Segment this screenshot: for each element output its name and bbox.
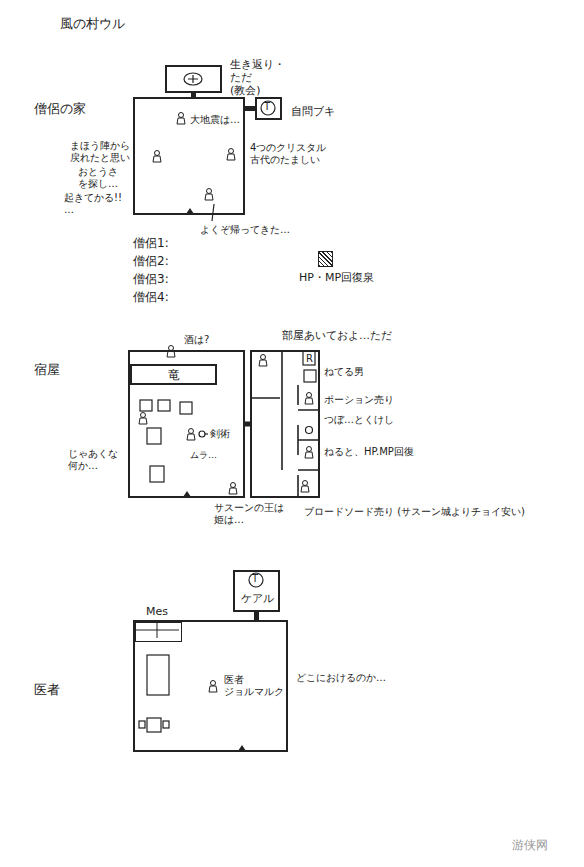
- room-heading: 宿屋: [34, 362, 60, 378]
- counter: 竜: [130, 364, 217, 385]
- node-label: 自問ブキ: [291, 105, 335, 118]
- map-note: つぼ…とくけし: [324, 414, 394, 426]
- map-note: おとうさ を探し…: [78, 166, 118, 190]
- church-box: 生き返り・ただ (教会): [165, 65, 222, 93]
- map-note: T: [264, 101, 270, 113]
- watermark: 游侠网: [512, 838, 548, 852]
- room-heading: 僧侶の家: [34, 101, 86, 117]
- map-note: ムラ…: [190, 450, 217, 461]
- map-note: 起きてかる!! …: [64, 192, 122, 216]
- room: 部屋あいておよ…ただ: [250, 350, 320, 498]
- door-connector: [254, 612, 259, 620]
- map-note: 僧侶4:: [133, 290, 169, 304]
- node-label: ケアル: [241, 592, 274, 605]
- door-connector: [245, 106, 255, 111]
- map-note: R: [306, 353, 313, 365]
- map-note: どこにおけるのか…: [296, 672, 386, 684]
- map-note: ねると、HP.MP回復: [324, 446, 414, 458]
- map-note: 酒は?: [184, 334, 209, 346]
- room: 宿屋竜: [128, 350, 245, 498]
- map-title: 風の村ウル: [60, 16, 125, 32]
- map-note: 大地震は…: [190, 114, 240, 126]
- map-note: まほう陣から 戻れたと思い: [70, 140, 130, 164]
- map-note: 僧侶1:: [133, 236, 169, 250]
- room-heading: 医者: [34, 682, 60, 698]
- map-note: よくぞ帰ってきた…: [200, 224, 290, 236]
- map-note: 僧侶2:: [133, 254, 169, 268]
- node-label: 竜: [168, 367, 180, 381]
- map-note: ねてる男: [324, 366, 364, 378]
- node-label: 部屋あいておよ…ただ: [282, 329, 392, 342]
- node-label: 生き返り・ただ (教会): [230, 58, 285, 98]
- node-label: HP・MP回復泉: [299, 271, 374, 284]
- map-note: 僧侶3:: [133, 272, 169, 286]
- shelf: Mes: [135, 622, 182, 642]
- map-note: 医者 ジョルマルク: [224, 674, 284, 698]
- map-note: サスーンの王は 姫は…: [214, 502, 284, 526]
- map-note: 剣術: [210, 428, 230, 440]
- map-note: ブロードソード売り (サスーン城よりチョイ安い): [304, 506, 525, 518]
- spring-tile: HP・MP回復泉: [318, 251, 333, 267]
- map-note: T: [252, 573, 258, 585]
- node-label: Mes: [146, 605, 168, 618]
- map-note: ポーション売り: [324, 394, 394, 406]
- map-note: 4つのクリスタル 古代のたましい: [250, 142, 326, 166]
- map-note: じゃあくな 何か…: [68, 448, 118, 472]
